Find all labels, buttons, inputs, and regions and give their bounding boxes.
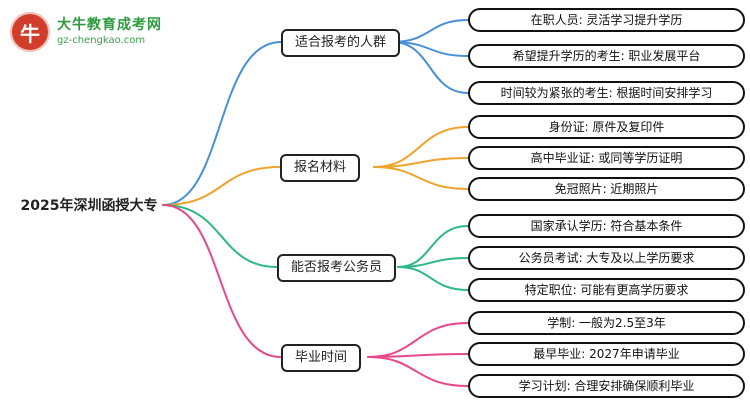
branch-node-graduation[interactable]: 毕业时间 [281, 344, 362, 372]
link-root-branch-1 [162, 166, 281, 206]
logo-text-block: 大牛教育成考网 gz-chengkao.com [57, 17, 162, 47]
leaf-node[interactable]: 学制: 一般为2.5至3年 [468, 311, 745, 335]
branch-node-materials[interactable]: 报名材料 [280, 154, 361, 182]
link-branch2-leaf0 [397, 225, 469, 268]
link-branch3-leaf1 [367, 353, 469, 358]
leaf-node[interactable]: 公务员考试: 大专及以上学历要求 [468, 246, 745, 270]
leaf-node[interactable]: 在职人员: 灵活学习提升学历 [468, 8, 745, 32]
link-root-branch-2 [162, 204, 278, 268]
link-branch3-leaf0 [367, 322, 469, 358]
leaf-node[interactable]: 希望提升学历的考生: 职业发展平台 [468, 44, 745, 68]
leaf-node[interactable]: 身份证: 原件及复印件 [468, 115, 745, 139]
link-branch2-leaf2 [397, 266, 469, 291]
leaf-node[interactable]: 高中毕业证: 或同等学历证明 [468, 146, 745, 170]
leaf-node[interactable]: 特定职位: 可能有更高学历要求 [468, 278, 745, 302]
leaf-node[interactable]: 国家承认学历: 符合基本条件 [468, 214, 745, 238]
link-branch2-leaf1 [397, 257, 469, 268]
root-topic[interactable]: 2025年深圳函授大专 [20, 198, 158, 214]
branch-node-audience[interactable]: 适合报考的人群 [281, 29, 401, 57]
leaf-node[interactable]: 最早毕业: 2027年申请毕业 [468, 342, 745, 366]
logo-icon-glyph: 牛 [20, 21, 40, 46]
link-branch1-leaf0 [373, 126, 469, 168]
link-branch0-leaf0 [391, 19, 469, 43]
site-name: 大牛教育成考网 [57, 17, 162, 33]
link-branch3-leaf2 [367, 356, 469, 387]
link-branch1-leaf2 [373, 166, 469, 190]
branch-node-civil-exam[interactable]: 能否报考公务员 [277, 254, 397, 282]
link-branch0-leaf1 [391, 41, 469, 57]
leaf-node[interactable]: 学习计划: 合理安排确保顺利毕业 [468, 374, 745, 398]
link-root-branch-0 [162, 41, 282, 206]
link-root-branch-3 [162, 204, 282, 358]
link-branch0-leaf2 [391, 41, 469, 94]
leaf-node[interactable]: 时间较为紧张的考生: 根据时间安排学习 [468, 81, 745, 105]
leaf-node[interactable]: 免冠照片: 近期照片 [468, 177, 745, 201]
link-branch1-leaf1 [373, 157, 469, 168]
logo-bull-icon: 牛 [10, 12, 50, 52]
site-url: gz-chengkao.com [57, 34, 146, 46]
site-logo[interactable]: 牛 大牛教育成考网 gz-chengkao.com [10, 12, 162, 52]
